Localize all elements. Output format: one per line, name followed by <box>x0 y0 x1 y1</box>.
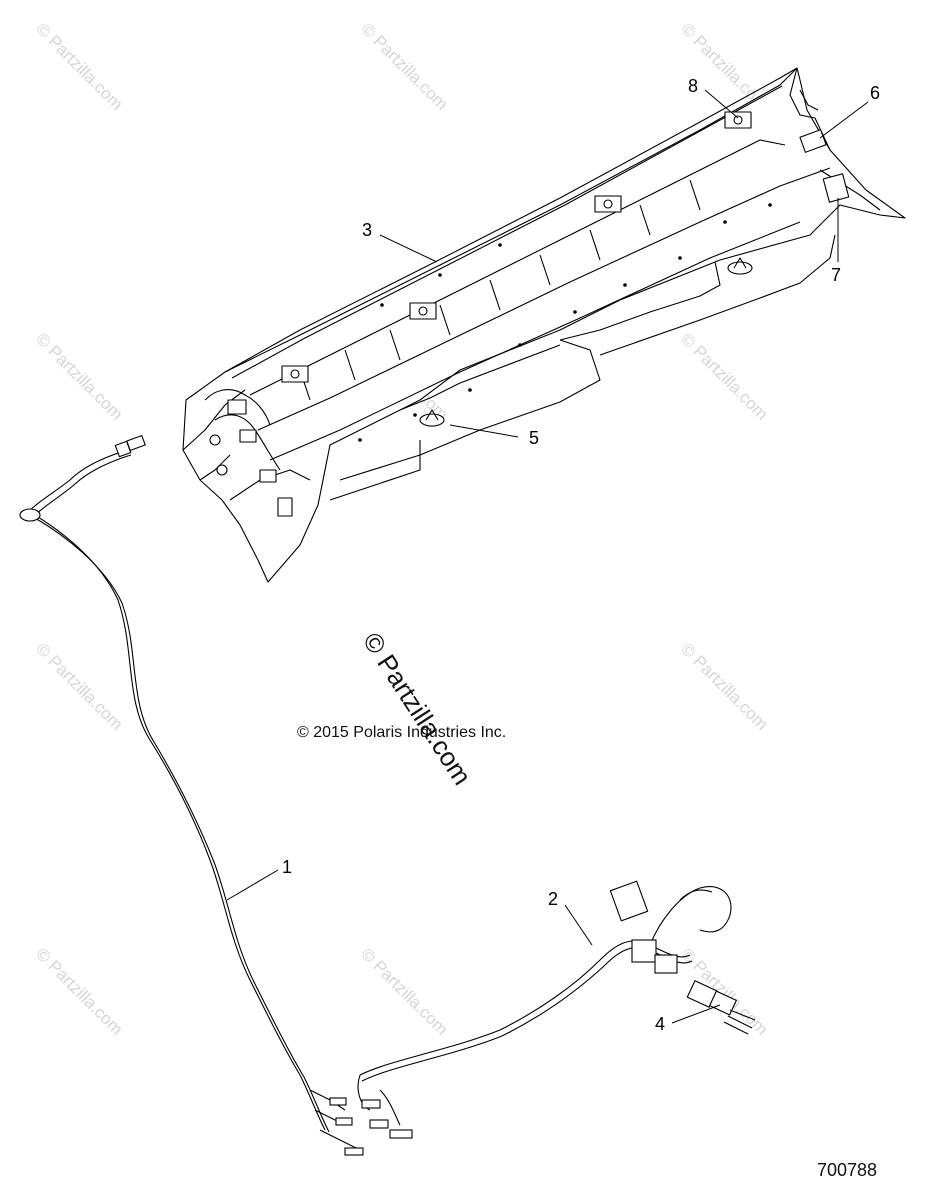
watermark-text: © Partzilla.com <box>32 639 126 733</box>
callout-4: 4 <box>655 1014 665 1034</box>
watermark-text: © Partzilla.com <box>32 19 126 113</box>
switch-icon <box>799 129 827 153</box>
push-rivet-icon <box>727 257 753 275</box>
watermark-text: © Partzilla.com <box>357 944 451 1038</box>
watermark-text: © Partzilla.com <box>677 329 771 423</box>
long-wire-harness <box>19 434 364 1156</box>
callout-7: 7 <box>831 265 841 285</box>
dash-panel-assembly <box>182 67 906 583</box>
watermark-text: © Partzilla.com <box>677 639 771 733</box>
callout-8: 8 <box>688 76 698 96</box>
mounting-clip-icon <box>594 195 622 213</box>
callout-6: 6 <box>870 83 880 103</box>
watermark-text: © Partzilla.com <box>32 944 126 1038</box>
callout-5: 5 <box>529 428 539 448</box>
switch-icon <box>822 173 850 203</box>
copyright-text: © 2015 Polaris Industries Inc. <box>297 724 507 741</box>
callout-numbers: 1 2 3 4 5 6 7 8 <box>282 76 880 1034</box>
watermark-text: © Partzilla.com <box>32 329 126 423</box>
callout-leaders <box>226 89 869 1024</box>
connector-pigtail <box>686 980 756 1035</box>
callout-1: 1 <box>282 857 292 877</box>
push-rivet-icon <box>419 409 445 427</box>
diagram-number: 700788 <box>817 1160 878 1180</box>
mounting-clip-icon <box>409 302 437 320</box>
callout-2: 2 <box>548 889 558 909</box>
mounting-clip-icon <box>281 365 309 383</box>
callout-3: 3 <box>362 220 372 240</box>
watermark-text-large: © Partzilla.com <box>357 627 478 790</box>
short-wire-harness <box>357 880 732 1139</box>
watermark-text: © Partzilla.com <box>357 19 451 113</box>
mounting-clip-icon <box>724 111 752 129</box>
